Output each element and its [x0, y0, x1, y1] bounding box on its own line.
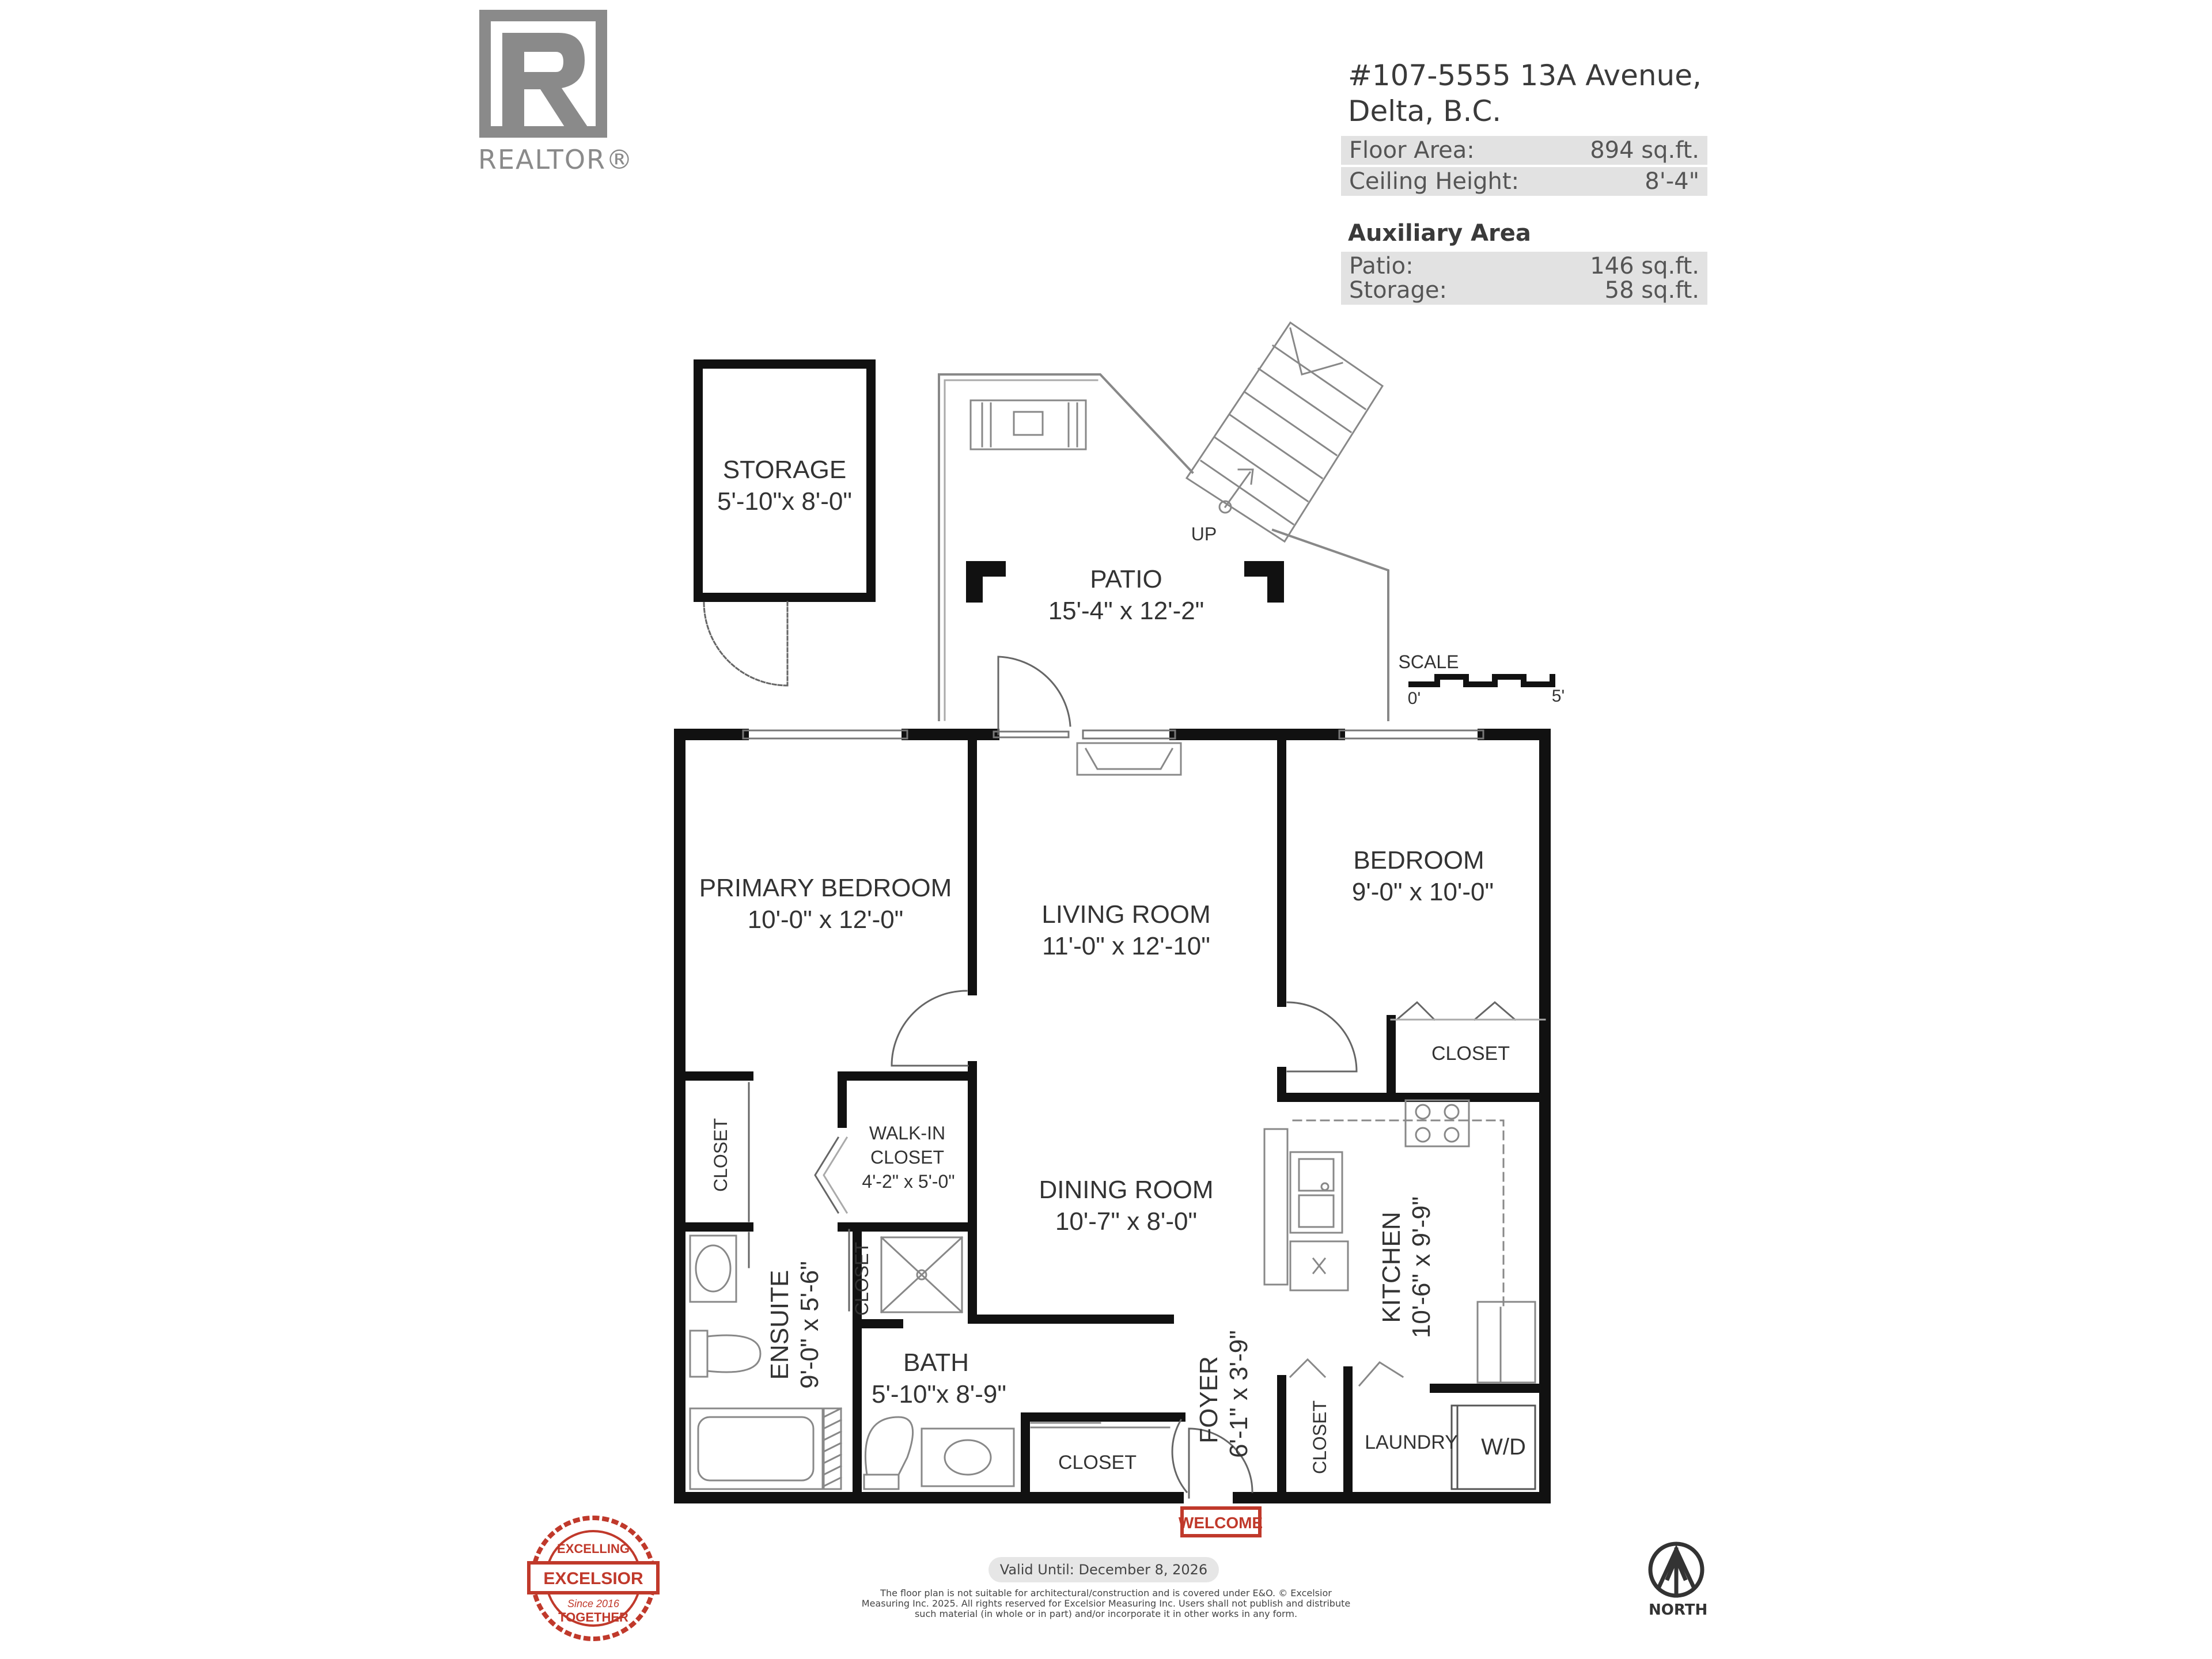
patio-post-right [1244, 561, 1284, 603]
bath-name: BATH [903, 1349, 969, 1377]
ceiling-row: Ceiling Height: 8'-4" [1341, 167, 1707, 196]
scale-label: SCALE [1399, 652, 1459, 672]
storage-door-swing [703, 601, 789, 687]
exterior-walls [674, 729, 1551, 1503]
patio-value: 146 sq.ft. [1590, 253, 1699, 279]
patio-name: PATIO [1090, 565, 1162, 593]
address-block: #107-5555 13A Avenue, Delta, B.C. [1348, 58, 1702, 129]
foyer-dim: 6'-1" x 3'-9" [1225, 1330, 1253, 1458]
welcome-text: WELCOME [1179, 1514, 1263, 1532]
auxiliary-rows: Patio: 146 sq.ft. Storage: 58 sq.ft. [1341, 252, 1707, 305]
fireplace [1076, 742, 1182, 776]
seal-bottom: TOGETHER [558, 1610, 628, 1624]
north-icon [1648, 1541, 1705, 1598]
storage-label: Storage: [1349, 277, 1447, 304]
ceiling-label: Ceiling Height: [1349, 168, 1520, 195]
ensuite-name: ENSUITE [766, 1270, 794, 1380]
walkin-dim: 4'-2" x 5'-0" [862, 1171, 955, 1192]
patio-label: Patio: [1349, 253, 1414, 279]
foyer-name: FOYER [1195, 1356, 1223, 1444]
seal-top: EXCELLING [557, 1541, 630, 1556]
patio-post-left [966, 561, 1006, 603]
north-label: NORTH [1649, 1601, 1708, 1619]
wd-label: W/D [1481, 1434, 1526, 1460]
bedroom-closet-doors [1390, 1001, 1546, 1021]
ensuite-closet-label: CLOSET [851, 1242, 872, 1316]
bath-dim: 5'-10"x 8'-9" [872, 1380, 1006, 1408]
primary-bedroom-name: PRIMARY BEDROOM [699, 874, 952, 902]
kitchen-name: KITCHEN [1377, 1211, 1406, 1323]
welcome-mat: WELCOME [1179, 1506, 1263, 1537]
bedroom-name: BEDROOM [1353, 846, 1484, 874]
seal-center: EXCELSIOR [543, 1569, 643, 1588]
primary-bedroom-dim: 10'-0" x 12'-0" [748, 906, 904, 934]
address-line-1: #107-5555 13A Avenue, [1348, 59, 1702, 92]
bedroom-closet-label: CLOSET [1431, 1043, 1510, 1065]
valid-until-badge: Valid Until: December 8, 2026 [988, 1557, 1219, 1582]
patio-door-swing [997, 656, 1071, 736]
interior-walls [675, 730, 1550, 1502]
storage-dim: 5'-10"x 8'-0" [717, 487, 852, 516]
up-label: UP [1191, 524, 1217, 544]
scale-start: 0' [1408, 689, 1421, 708]
dining-room-dim: 10'-7" x 8'-0" [1055, 1207, 1197, 1236]
excelsior-seal: EXCELSIOR EXCELLING Since 2016 TOGETHER [527, 1516, 660, 1641]
scale-end: 5' [1552, 687, 1565, 706]
door-swings [891, 990, 1358, 1499]
floor-area-row: Floor Area: 894 sq.ft. [1341, 136, 1707, 165]
ceiling-value: 8'-4" [1645, 168, 1699, 195]
laundry-name: LAUNDRY [1365, 1431, 1458, 1453]
dining-room-name: DINING ROOM [1039, 1176, 1213, 1204]
bedroom-dim: 9'-0" x 10'-0" [1352, 878, 1494, 906]
walkin-line-1: WALK-IN [869, 1123, 945, 1143]
patio-dim: 15'-4" x 12'-2" [1048, 597, 1205, 625]
bath-closet-label: CLOSET [1058, 1452, 1137, 1474]
foyer-closet-label: CLOSET [1309, 1400, 1330, 1474]
seal-since: Since 2016 [567, 1598, 620, 1609]
washer-dryer [1450, 1404, 1536, 1490]
floor-area-value: 894 sq.ft. [1590, 137, 1699, 164]
floor-area-label: Floor Area: [1349, 137, 1475, 164]
walkin-line-2: CLOSET [870, 1147, 944, 1168]
storage-walls [694, 359, 876, 602]
bath-fixtures [863, 1236, 1015, 1490]
ensuite-fixtures [689, 1234, 843, 1490]
living-room-dim: 11'-0" x 12'-10" [1042, 932, 1210, 960]
living-room-name: LIVING ROOM [1041, 900, 1210, 929]
ensuite-dim: 9'-0" x 5'-6" [796, 1261, 824, 1389]
patio-outline [938, 373, 1389, 721]
realtor-logo [479, 10, 607, 138]
disclaimer: The floor plan is not suitable for archi… [861, 1588, 1351, 1619]
primary-closet-label: CLOSET [710, 1118, 731, 1192]
address-line-2: Delta, B.C. [1348, 94, 1502, 128]
kitchen-fixtures [1263, 1099, 1536, 1387]
patio-lounger [969, 399, 1087, 450]
scale-bar [1408, 674, 1555, 687]
windows [742, 729, 1484, 740]
storage-value: 58 sq.ft. [1604, 277, 1699, 304]
storage-name: STORAGE [723, 456, 846, 484]
kitchen-dim: 10'-6" x 9'-9" [1407, 1196, 1435, 1338]
stairs [1185, 321, 1384, 543]
realtor-logo-text: REALTOR® [478, 144, 634, 175]
auxiliary-title: Auxiliary Area [1348, 220, 1531, 247]
